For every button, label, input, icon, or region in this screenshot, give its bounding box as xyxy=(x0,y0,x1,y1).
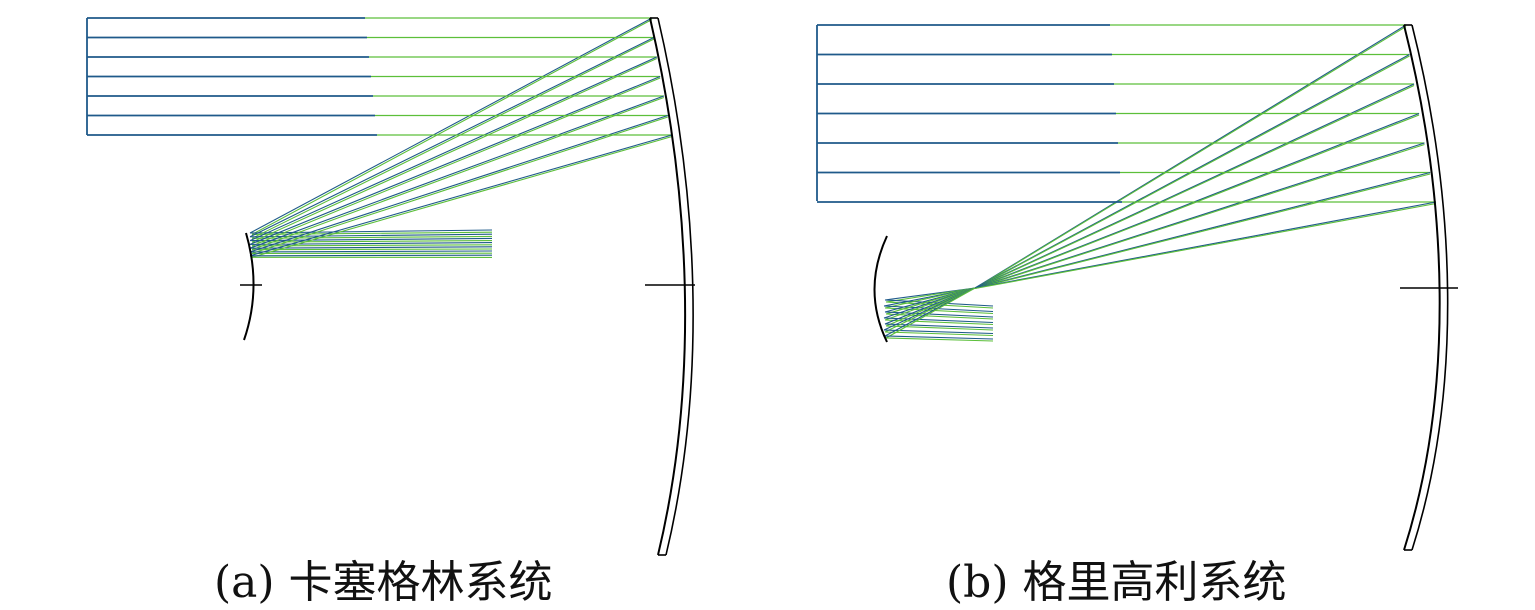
reflected-ray-green xyxy=(974,202,1437,290)
exit-ray-blue xyxy=(884,311,994,318)
ray-group-gregorian xyxy=(816,24,1437,342)
diverging-ray-green xyxy=(884,287,976,333)
reflected-ray-blue xyxy=(974,142,1425,289)
converging-ray-blue xyxy=(249,246,493,249)
panel-gregorian: (b) 格里高利系统 xyxy=(816,24,1458,608)
reflected-ray-blue xyxy=(249,75,661,245)
exit-ray-green xyxy=(885,337,994,342)
reflected-ray-green xyxy=(251,135,673,258)
converging-ray-blue xyxy=(249,242,493,245)
reflected-ray-blue xyxy=(974,112,1420,289)
primary-mirror-gregorian-back xyxy=(1411,24,1449,551)
exit-ray-blue xyxy=(883,329,994,335)
diverging-ray-green xyxy=(884,287,976,321)
reflected-ray-green xyxy=(974,26,1407,289)
converging-ray-blue xyxy=(249,237,493,242)
reflected-ray-blue xyxy=(974,24,1407,289)
reflected-ray-blue xyxy=(249,17,653,234)
reflected-ray-green xyxy=(251,38,655,239)
converging-ray-blue xyxy=(249,233,493,238)
reflected-ray-green xyxy=(251,77,661,247)
primary-mirror-gregorian xyxy=(1403,24,1441,551)
reflected-ray-blue xyxy=(249,56,658,242)
reflected-ray-green xyxy=(974,143,1425,290)
exit-ray-blue xyxy=(884,323,994,329)
reflected-ray-blue xyxy=(249,134,673,257)
reflected-ray-green xyxy=(251,96,664,251)
converging-ray-blue xyxy=(249,250,493,253)
reflected-ray-blue xyxy=(249,95,664,249)
reflected-ray-green xyxy=(974,85,1415,289)
caption-a: (a) 卡塞格林系统 xyxy=(214,557,553,608)
exit-ray-green xyxy=(885,313,994,320)
reflected-ray-blue xyxy=(249,37,655,238)
converging-ray-green xyxy=(251,231,493,236)
exit-ray-green xyxy=(885,325,994,331)
secondary-mirror-gregorian xyxy=(873,235,888,343)
reflected-ray-green xyxy=(251,19,653,235)
primary-mirror-cassegrain-back xyxy=(657,17,694,556)
converging-ray-green xyxy=(251,248,493,251)
diverging-ray-green xyxy=(885,287,976,303)
converging-ray-blue xyxy=(249,229,493,234)
panel-cassegrain: (a) 卡塞格林系统 xyxy=(86,17,695,608)
caption-b: (b) 格里高利系统 xyxy=(946,557,1286,608)
ray-group-cassegrain xyxy=(86,17,673,258)
secondary-mirror-cassegrain xyxy=(243,232,255,341)
reflected-ray-blue xyxy=(974,54,1410,289)
reflected-ray-blue xyxy=(974,201,1437,289)
reflected-ray-blue xyxy=(249,114,668,253)
primary-mirror-cassegrain xyxy=(649,17,687,556)
reflected-ray-blue xyxy=(974,171,1431,289)
reflected-ray-green xyxy=(251,57,658,243)
diverging-ray-green xyxy=(885,287,976,339)
reflected-ray-green xyxy=(251,116,668,255)
converging-ray-blue xyxy=(249,254,493,257)
reflected-ray-blue xyxy=(974,83,1415,289)
exit-ray-green xyxy=(884,331,994,337)
reflected-ray-green xyxy=(974,173,1431,290)
converging-ray-green xyxy=(251,240,493,243)
exit-ray-blue xyxy=(884,335,994,340)
diverging-ray-green xyxy=(884,287,976,309)
